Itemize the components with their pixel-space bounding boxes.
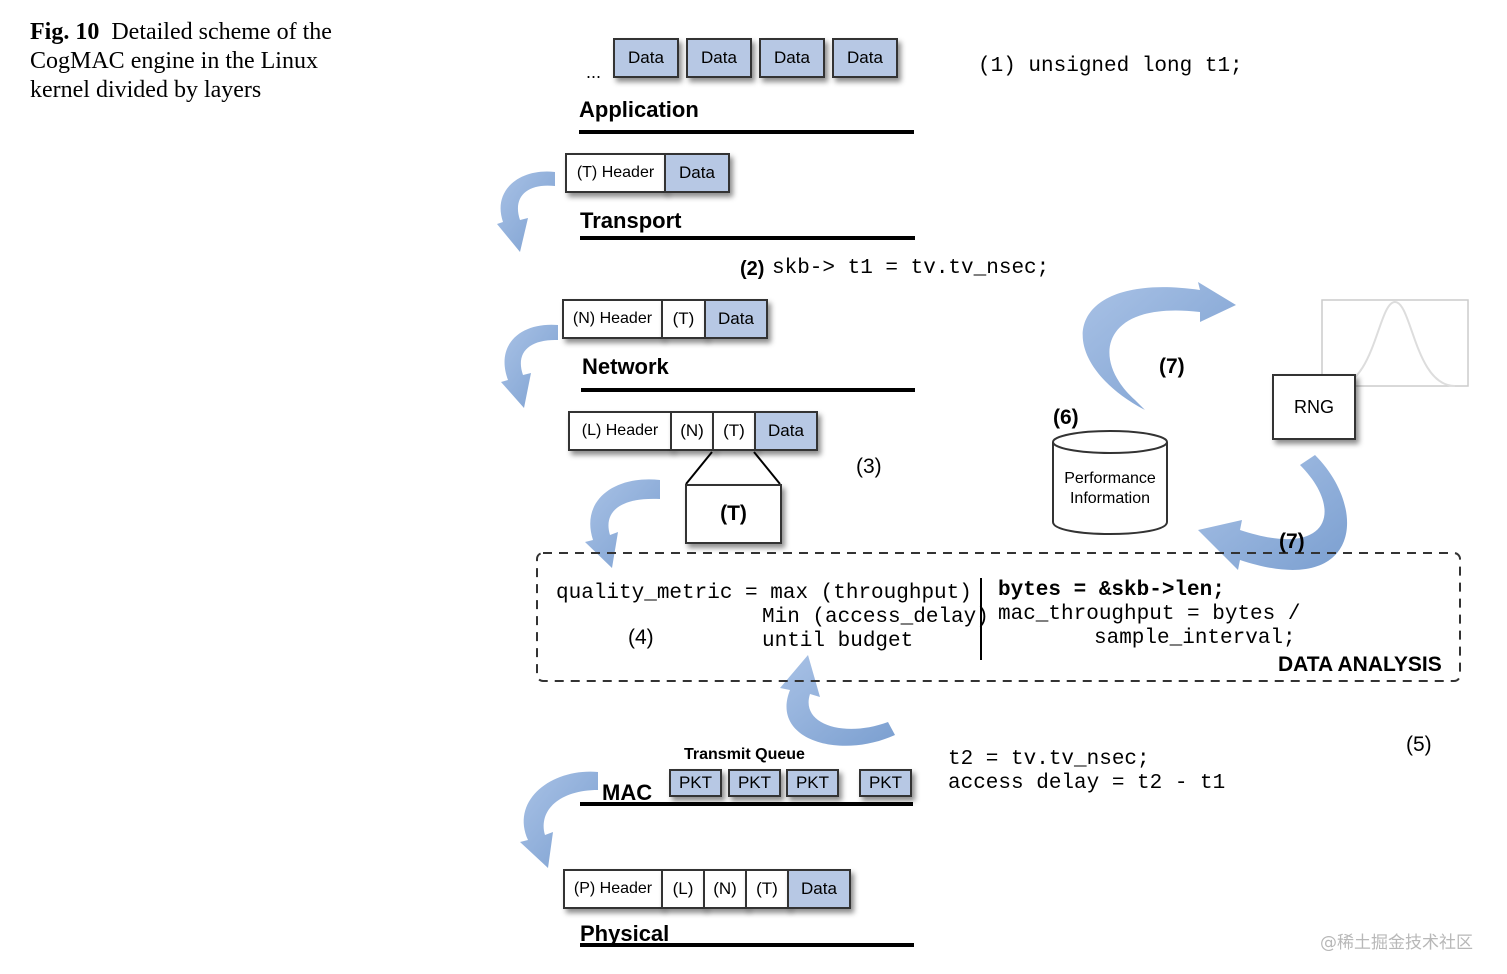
network-rule bbox=[581, 388, 915, 392]
physical-header-box: (P) Header bbox=[563, 869, 663, 909]
app-data-box: Data bbox=[686, 38, 752, 78]
figure-caption: Fig. 10 Detailed scheme of the CogMAC en… bbox=[30, 18, 370, 105]
bytes-line: bytes = &skb->len; bbox=[998, 579, 1225, 602]
physical-data-box: Data bbox=[787, 869, 851, 909]
application-rule bbox=[579, 130, 914, 134]
physical-n-box: (N) bbox=[703, 869, 747, 909]
step-5-label: (5) bbox=[1406, 733, 1432, 756]
figure-caption-text: Detailed scheme of the CogMAC engine in … bbox=[30, 19, 332, 103]
mac-to-analysis-arrow-icon bbox=[780, 655, 895, 746]
code-access-delay: access delay = t2 - t1 bbox=[948, 772, 1226, 795]
link-header-box: (L) Header bbox=[568, 411, 672, 451]
network-t-box: (T) bbox=[661, 299, 706, 339]
perf-to-rng-arrow-icon bbox=[1082, 282, 1236, 410]
network-data-box: Data bbox=[704, 299, 768, 339]
data-analysis-region bbox=[536, 552, 1461, 682]
transport-header-box: (T) Header bbox=[565, 153, 666, 193]
step-3-label: (3) bbox=[856, 455, 882, 478]
transport-rule bbox=[580, 236, 915, 240]
performance-information-label: Performance Information bbox=[1055, 469, 1165, 509]
app-data-box: Data bbox=[832, 38, 898, 78]
network-label: Network bbox=[582, 354, 669, 379]
physical-t-box: (T) bbox=[745, 869, 789, 909]
step-7-bottom-label: (7) bbox=[1279, 530, 1305, 553]
figure-label: Fig. 10 bbox=[30, 19, 100, 45]
link-curved-arrow-icon bbox=[585, 479, 660, 568]
pkt-box: PKT bbox=[859, 769, 912, 797]
transmit-queue-label: Transmit Queue bbox=[684, 746, 805, 763]
step-7-top-label: (7) bbox=[1159, 355, 1185, 378]
physical-l-box: (L) bbox=[661, 869, 705, 909]
link-data-box: Data bbox=[754, 411, 818, 451]
network-curved-arrow-icon bbox=[501, 324, 558, 408]
transport-curved-arrow-icon bbox=[497, 171, 555, 252]
performance-database-icon bbox=[1052, 430, 1168, 535]
transport-header-zoom-box: (T) bbox=[685, 484, 782, 544]
watermark: @稀土掘金技术社区 bbox=[1320, 933, 1473, 953]
code-skb-t1: skb-> t1 = tv.tv_nsec; bbox=[772, 257, 1050, 280]
app-data-box: Data bbox=[613, 38, 679, 78]
code-t2: t2 = tv.tv_nsec; bbox=[948, 748, 1150, 771]
pkt-box: PKT bbox=[669, 769, 722, 797]
application-ellipsis: ... bbox=[586, 62, 602, 82]
zoom-lines bbox=[685, 451, 781, 485]
mac-label: MAC bbox=[602, 780, 653, 805]
code-t1-declaration: (1) unsigned long t1; bbox=[978, 55, 1243, 78]
rng-to-perf-arrow-icon bbox=[1198, 455, 1348, 570]
information-line: Information bbox=[1069, 490, 1151, 507]
quality-min-line: Min (access_delay) bbox=[762, 606, 989, 629]
network-header-box: (N) Header bbox=[562, 299, 663, 339]
transport-label: Transport bbox=[580, 208, 682, 233]
mac-throughput-line: mac_throughput = bytes / bbox=[998, 603, 1301, 626]
app-data-box: Data bbox=[759, 38, 825, 78]
quality-metric-line: quality_metric = max (throughput) bbox=[556, 582, 972, 605]
mac-curved-arrow-icon bbox=[520, 771, 598, 868]
mac-rule bbox=[580, 802, 913, 806]
physical-rule bbox=[580, 943, 914, 947]
application-label: Application bbox=[579, 97, 699, 122]
transport-data-box: Data bbox=[664, 153, 730, 193]
quality-budget-line: until budget bbox=[762, 630, 914, 653]
step-6-label: (6) bbox=[1053, 406, 1079, 429]
performance-line: Performance bbox=[1064, 470, 1156, 487]
data-analysis-title: DATA ANALYSIS bbox=[1278, 653, 1442, 676]
step-4-label: (4) bbox=[628, 626, 654, 649]
code-step-2: (2) bbox=[740, 258, 765, 280]
pkt-box: PKT bbox=[728, 769, 781, 797]
rng-box: RNG bbox=[1272, 374, 1356, 440]
distribution-inset-icon bbox=[1321, 299, 1469, 387]
physical-label: Physical bbox=[580, 921, 670, 946]
link-t-box: (T) bbox=[712, 411, 756, 451]
sample-interval-line: sample_interval; bbox=[1094, 627, 1296, 650]
link-n-box: (N) bbox=[670, 411, 714, 451]
pkt-box: PKT bbox=[786, 769, 839, 797]
